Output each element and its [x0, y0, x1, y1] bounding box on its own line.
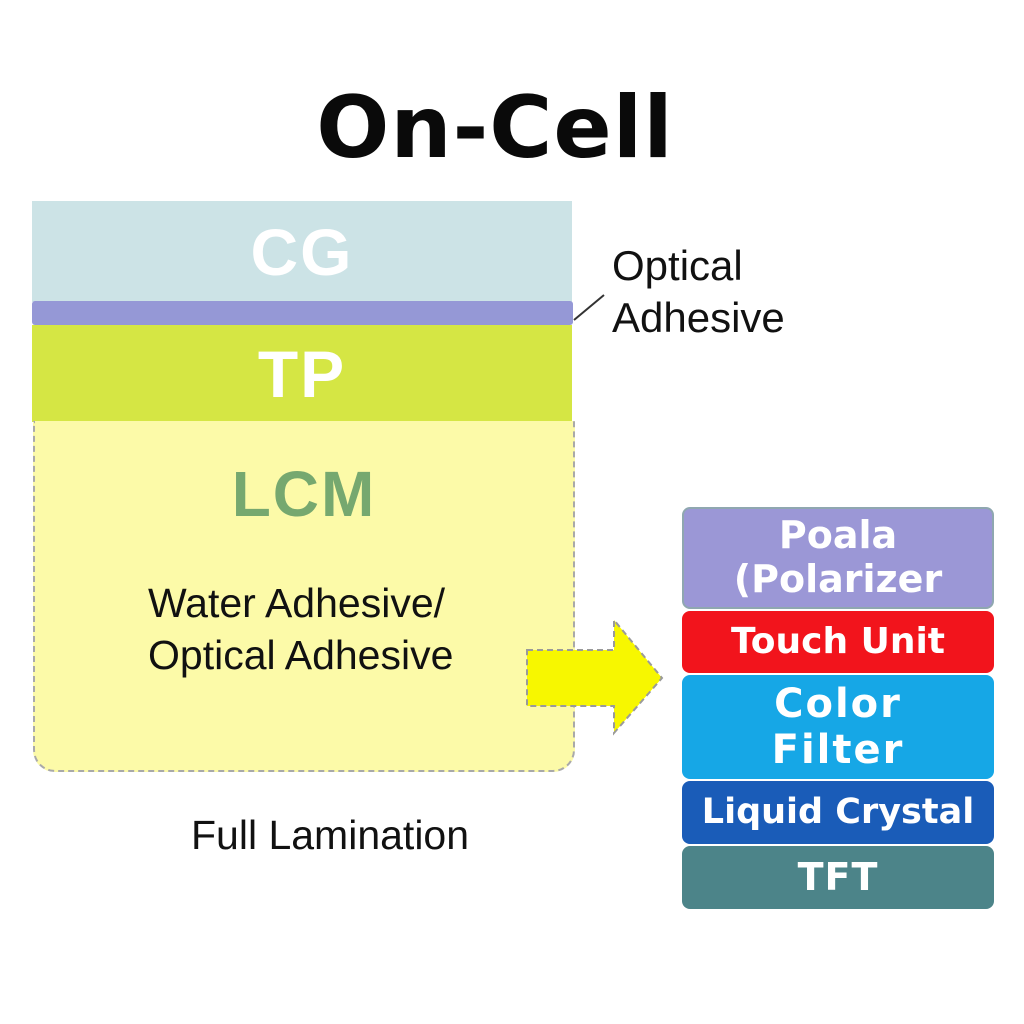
tp-label: TP: [257, 336, 347, 411]
touch-unit-label: Touch Unit: [730, 621, 946, 663]
polarizer-line1: Poala: [778, 513, 898, 558]
lcm-layer: LCM Water Adhesive/ Optical Adhesive: [33, 421, 575, 772]
polarizer-layer: Poala (Polarizer: [682, 507, 994, 609]
lcm-adhesive-line2: Optical Adhesive: [148, 632, 454, 678]
liquid-crystal-label: Liquid Crystal: [701, 792, 975, 833]
optical-adhesive-callout-line1: Optical: [612, 242, 743, 289]
color-filter-line1: Color: [774, 681, 902, 727]
optical-adhesive-layer: [32, 301, 573, 325]
lcm-adhesive-line1: Water Adhesive/: [148, 580, 446, 626]
lcm-label: LCM: [231, 458, 377, 530]
optical-adhesive-callout: Optical Adhesive: [612, 240, 785, 344]
polarizer-line2: (Polarizer: [733, 557, 943, 601]
liquid-crystal-layer: Liquid Crystal: [682, 781, 994, 844]
diagram-title: On-Cell: [316, 78, 674, 178]
lcm-adhesive-label: Water Adhesive/ Optical Adhesive: [148, 577, 568, 681]
cg-label: CG: [250, 214, 354, 289]
touch-unit-layer: Touch Unit: [682, 611, 994, 673]
optical-adhesive-callout-line2: Adhesive: [612, 294, 785, 341]
tft-layer: TFT: [682, 846, 994, 909]
full-lamination-label: Full Lamination: [191, 812, 470, 858]
tft-label: TFT: [797, 854, 879, 899]
cover-glass-layer: CG: [32, 201, 572, 302]
color-filter-layer: Color Filter: [682, 675, 994, 779]
touch-panel-layer: TP: [32, 325, 572, 422]
color-filter-line2: Filter: [771, 727, 905, 773]
